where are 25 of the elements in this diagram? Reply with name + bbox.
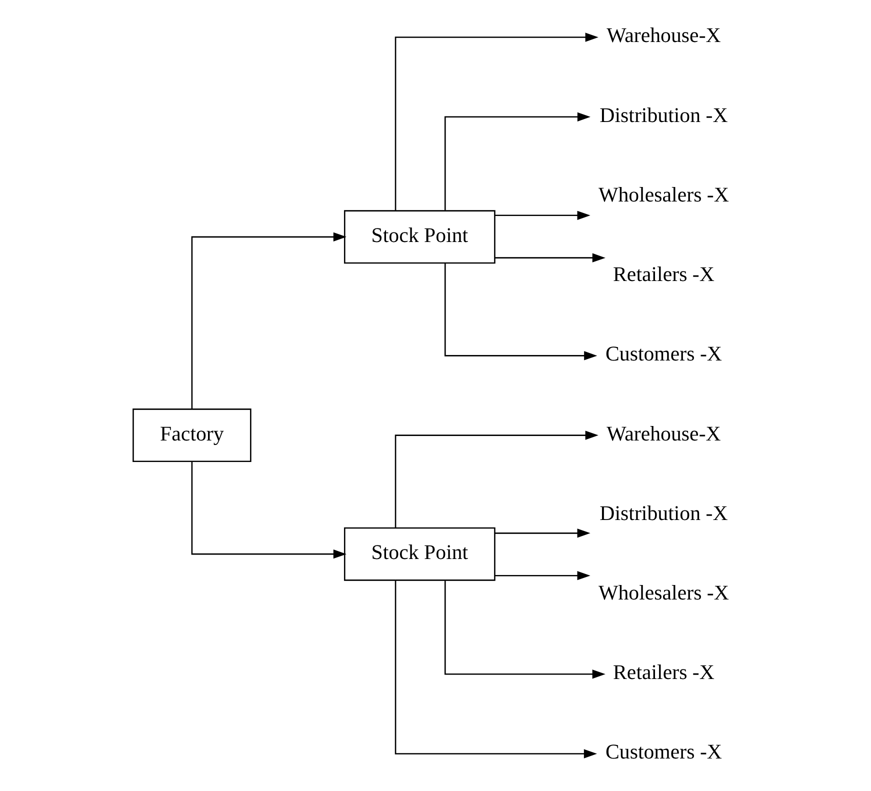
arrow [494,210,590,220]
arrow [494,528,590,538]
arrow [444,112,590,210]
arrow [394,430,598,528]
arrow [444,263,597,360]
node-text: Warehouse-X [606,421,720,446]
arrow [190,232,346,409]
arrow [190,462,346,559]
node-text: Customers -X [604,740,722,764]
node-text: Retailers -X [612,262,714,286]
arrow [444,580,605,679]
node-text: Distribution -X [599,102,728,127]
node-box: Stock Point [344,210,495,264]
node-text: Distribution -X [599,500,728,525]
arrow [494,571,590,580]
arrow [494,253,605,262]
node-text: Customers -X [604,342,722,366]
node-text: Retailers -X [612,660,714,684]
node-text: Wholesalers -X [598,580,728,604]
node-box: Factory [132,408,251,462]
arrow [394,32,598,211]
node-text: Wholesalers -X [598,182,728,206]
node-text: Warehouse-X [606,23,720,48]
node-box: Stock Point [344,527,495,581]
arrow [394,580,596,758]
